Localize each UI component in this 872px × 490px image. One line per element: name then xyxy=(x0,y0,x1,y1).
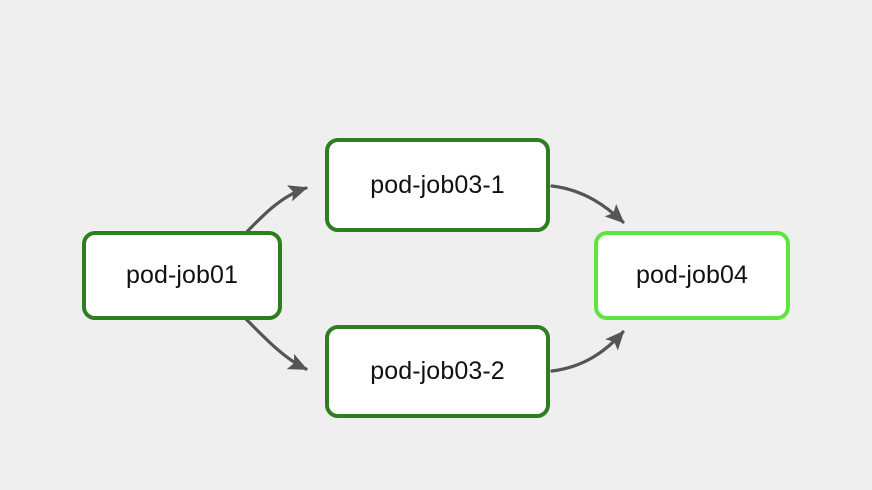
node-label-pod-job01: pod-job01 xyxy=(125,261,239,289)
edge-job01-to-job03-2 xyxy=(239,312,308,371)
node-pod-job03-1[interactable]: pod-job03-1 xyxy=(325,138,550,232)
edge-job03-1-to-job04 xyxy=(550,184,625,224)
node-label-pod-job04: pod-job04 xyxy=(635,261,749,289)
node-pod-job04[interactable]: pod-job04 xyxy=(594,231,790,320)
node-pod-job01[interactable]: pod-job01 xyxy=(82,231,282,320)
node-pod-job03-2[interactable]: pod-job03-2 xyxy=(325,325,550,418)
node-label-pod-job03-2: pod-job03-2 xyxy=(370,357,505,385)
edge-job03-2-to-job04 xyxy=(550,330,625,373)
node-label-pod-job03-1: pod-job03-1 xyxy=(370,170,505,199)
